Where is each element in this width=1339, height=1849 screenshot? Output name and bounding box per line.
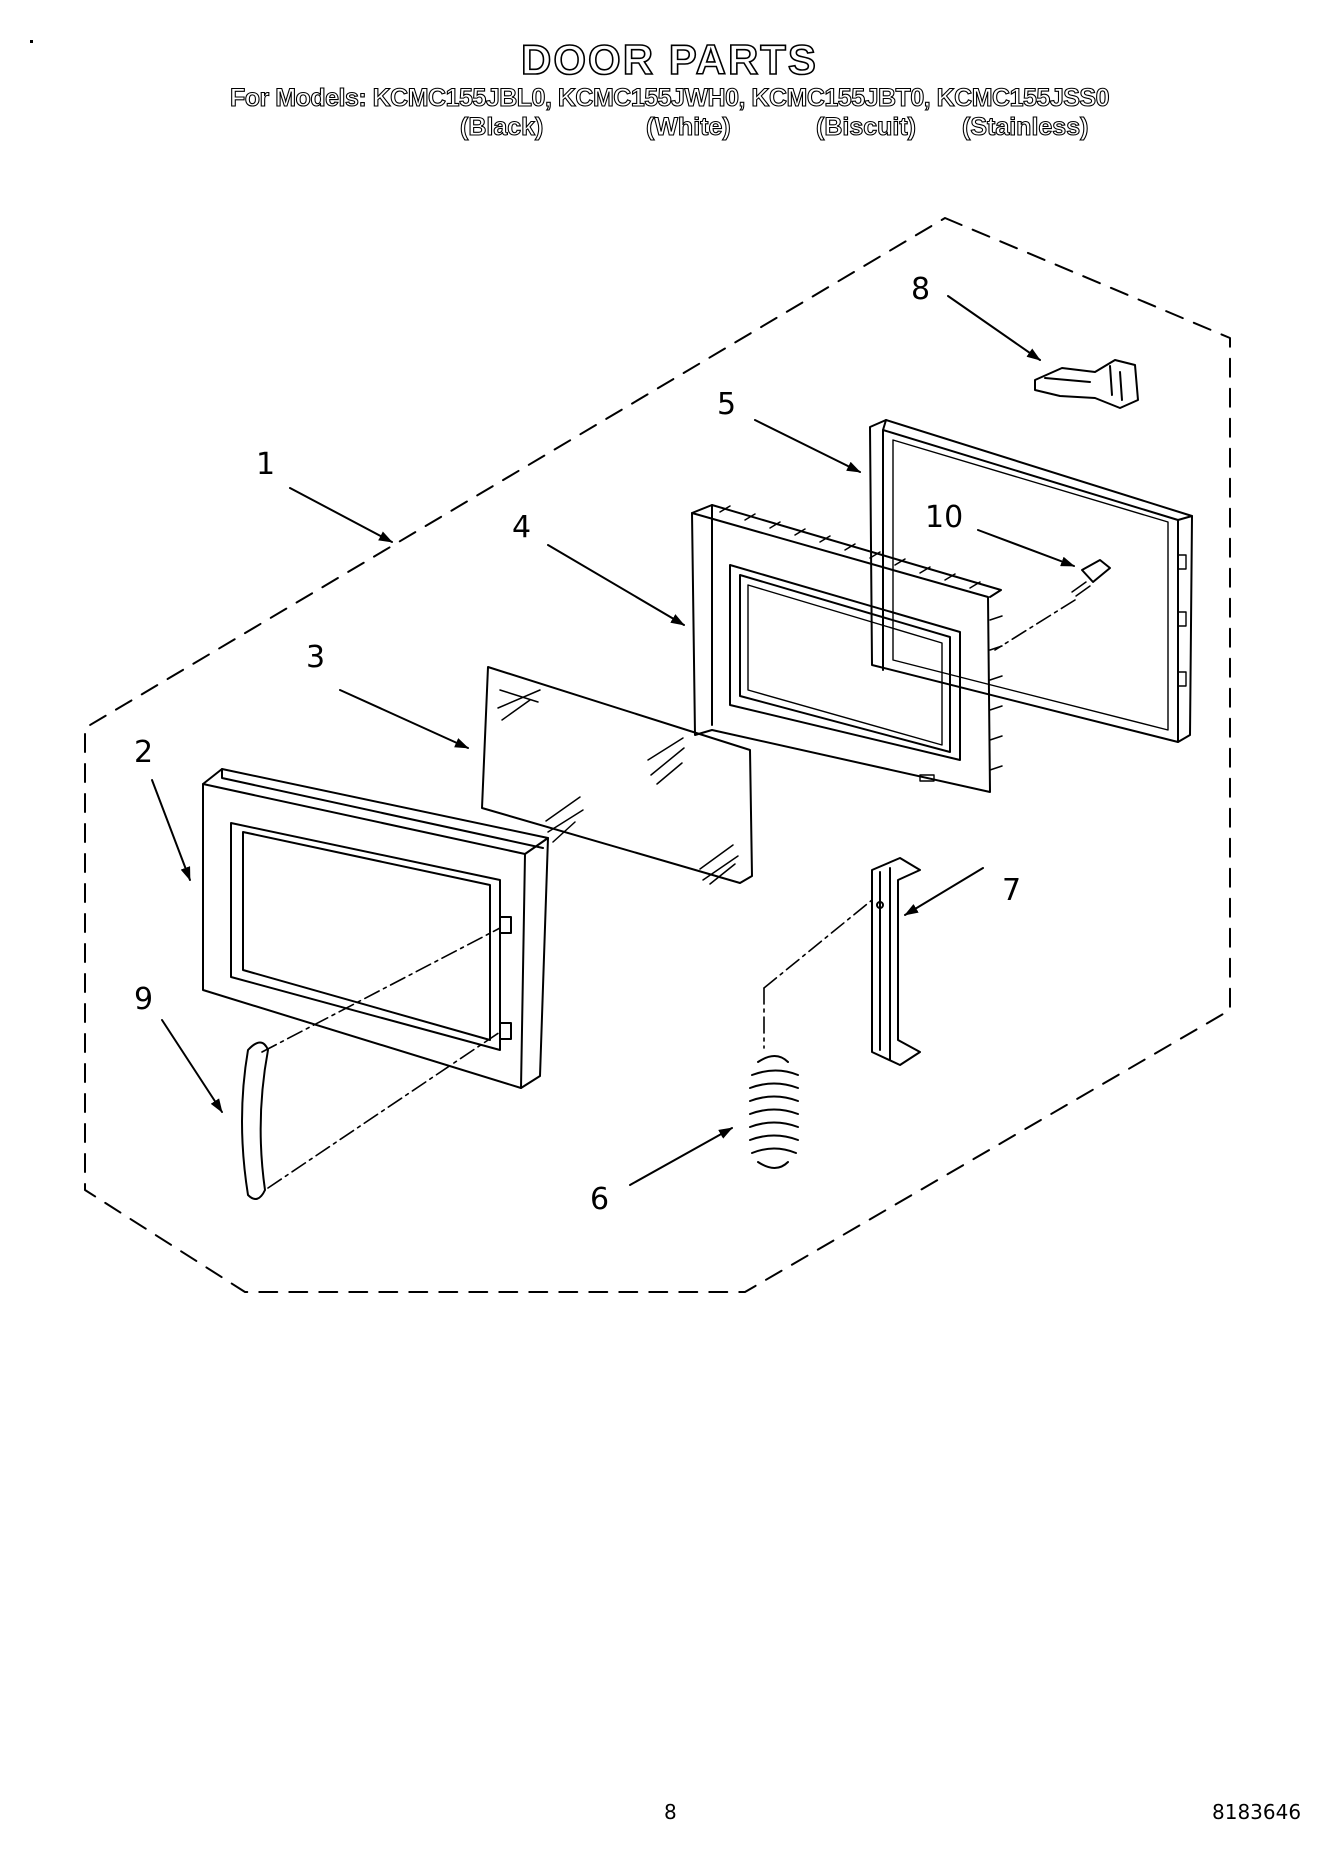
color-biscuit: (Biscuit) [815,112,916,141]
choke-cover-part [869,419,1193,743]
page-number: 8 [664,1800,677,1824]
screw-part [1071,559,1111,597]
guide-lines [261,599,1076,1189]
models-line: For Models: KCMC155JBL0, KCMC155JWH0, KC… [229,83,1110,112]
latch-part [871,857,921,1066]
model-colors: (Black) (White) (Biscuit) (Stainless) [0,112,1339,143]
leader-arrows [151,295,1075,1186]
door-frame-part [202,768,549,1089]
bracket-part [1034,359,1139,409]
callout-2: 2 [134,735,154,770]
color-black: (Black) [459,112,544,141]
document-number: 8183646 [1212,1800,1302,1824]
assembly-boundary [84,217,1231,1293]
color-stainless: (Stainless) [961,112,1089,141]
callout-4: 4 [512,510,532,545]
handle-trim-part [241,1041,269,1200]
color-white: (White) [645,112,731,141]
callout-5: 5 [717,387,737,422]
callout-8: 8 [911,272,931,307]
inner-door-panel-part [691,504,1003,793]
callout-10: 10 [925,500,964,535]
callout-3: 3 [306,640,326,675]
callout-7: 7 [1002,873,1022,908]
callout-9: 9 [134,982,154,1017]
callout-6: 6 [590,1182,610,1217]
spring-part [749,1055,799,1169]
page-title: DOOR PARTS [520,35,818,84]
glass-panel-part [481,666,753,885]
stray-dot [30,40,33,43]
callout-1: 1 [256,447,276,482]
